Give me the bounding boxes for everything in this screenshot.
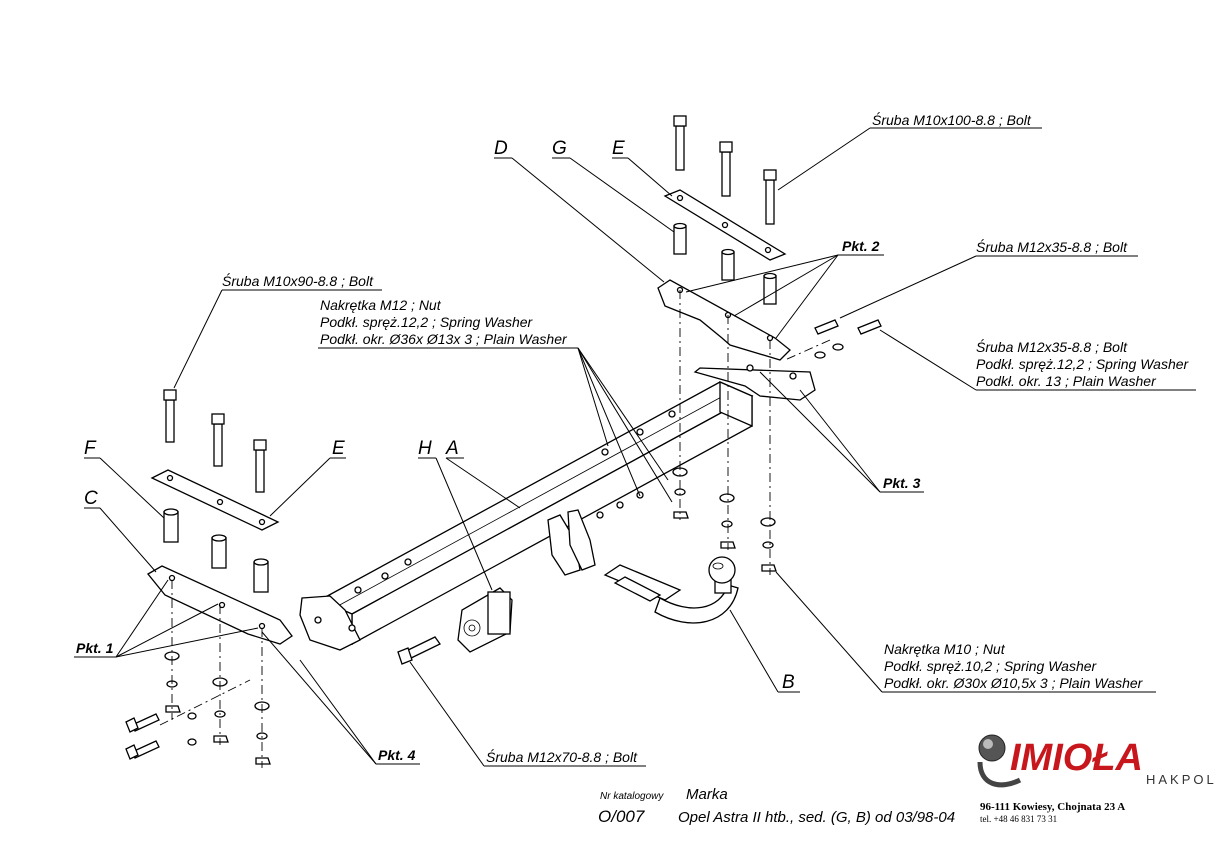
catalog-marka-label: Marka <box>686 786 728 803</box>
label-pkt-2: Pkt. 2 <box>842 238 880 254</box>
letter-E-top: E <box>612 138 625 159</box>
left-mount <box>125 389 293 765</box>
lower-right-nuts <box>672 467 777 572</box>
upper-right-mount <box>657 115 882 361</box>
label-right-bolt-3: Podkł. okr. 13 ; Plain Washer <box>976 373 1157 389</box>
company-phone: tel. +48 46 831 73 31 <box>980 814 1057 824</box>
letter-H: H <box>418 438 432 459</box>
brand-logo: IMIOŁA HAKPOL 96-111 Kowiesy, Chojnata 2… <box>977 734 1217 824</box>
letter-D: D <box>494 138 508 159</box>
logo-text: IMIOŁA <box>1010 737 1143 779</box>
label-nut-m12-3: Podkł. okr. Ø36x Ø13x 3 ; Plain Washer <box>320 331 568 347</box>
label-bolt-m10x100: Śruba M10x100-8.8 ; Bolt <box>872 111 1032 128</box>
letter-C: C <box>84 488 98 509</box>
label-pkt-3: Pkt. 3 <box>883 475 921 491</box>
beam-bolts <box>354 410 676 594</box>
label-bolt-m12x70: Śruba M12x70-8.8 ; Bolt <box>486 748 638 765</box>
point-labels: Pkt. 1 Pkt. 2 Pkt. 3 Pkt. 4 <box>76 238 921 763</box>
bolt-m12x70 <box>397 636 441 665</box>
socket-plate-H <box>457 587 513 653</box>
label-nut-m10-2: Podkł. spręż.10,2 ; Spring Washer <box>884 658 1098 674</box>
catalog-nr-label: Nr katalogowy <box>600 791 664 802</box>
letter-B: B <box>782 672 795 693</box>
annotation-labels: Śruba M10x100-8.8 ; Bolt Śruba M12x35-8.… <box>222 111 1190 765</box>
label-nut-m12-1: Nakrętka M12 ; Nut <box>320 297 442 313</box>
catalog-block: Nr katalogowy Marka O/007 Opel Astra II … <box>598 786 955 826</box>
label-bolt-m12x35-top: Śruba M12x35-8.8 ; Bolt <box>976 238 1128 255</box>
catalog-nr-value: O/007 <box>598 807 645 826</box>
part-letters: D G E F E C H A B <box>84 138 795 693</box>
logo-subtext: HAKPOL <box>1146 772 1217 787</box>
label-right-bolt-1: Śruba M12x35-8.8 ; Bolt <box>976 338 1128 355</box>
label-nut-m10-1: Nakrętka M10 ; Nut <box>884 641 1006 657</box>
main-beam-A <box>299 364 816 651</box>
label-nut-m12-2: Podkł. spręż.12,2 ; Spring Washer <box>320 314 534 330</box>
letter-F: F <box>84 438 97 459</box>
label-bolt-m10x90: Śruba M10x90-8.8 ; Bolt <box>222 272 374 289</box>
company-address: 96-111 Kowiesy, Chojnata 23 A <box>980 801 1125 813</box>
center-lines <box>159 290 831 768</box>
catalog-marka-value: Opel Astra II htb., sed. (G, B) od 03/98… <box>678 809 955 826</box>
ball-neck-B <box>603 556 739 624</box>
label-right-bolt-2: Podkł. spręż.12,2 ; Spring Washer <box>976 356 1190 372</box>
letter-G: G <box>552 138 567 159</box>
leader-lines <box>74 127 1196 767</box>
label-nut-m10-3: Podkł. okr. Ø30x Ø10,5x 3 ; Plain Washer <box>884 675 1144 691</box>
letter-E-left: E <box>332 438 345 459</box>
label-pkt-1: Pkt. 1 <box>76 640 114 656</box>
letter-A: A <box>445 438 459 459</box>
label-pkt-4: Pkt. 4 <box>378 747 416 763</box>
